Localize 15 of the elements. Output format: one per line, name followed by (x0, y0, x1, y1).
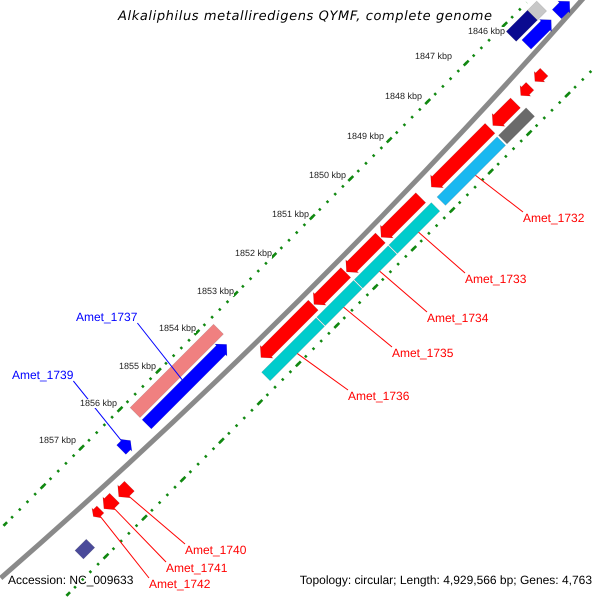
title: Alkaliphilus metalliredigens QYMF, complete genome (118, 10, 493, 23)
scale-label: 1857 kbp (39, 436, 76, 445)
scale-label: 1850 kbp (309, 171, 346, 180)
genome-info-text: Topology: circular; Length: 4,929,566 bp; Genes: 4,763 (300, 574, 592, 586)
scale-label: 1851 kbp (272, 210, 310, 219)
scale-label: 1849 kbp (347, 132, 384, 141)
scale-label: 1848 kbp (385, 92, 422, 101)
scale-label: 1853 kbp (197, 287, 234, 296)
scale-label: 1855 kbp (119, 362, 156, 371)
scale-label: 1846 kbp (468, 27, 506, 36)
scale-label: 1854 kbp (159, 324, 196, 333)
scale-label: 1856 kbp (80, 399, 118, 408)
scale-label: 1847 kbp (415, 52, 452, 61)
scale-label: 1852 kbp (235, 249, 272, 258)
accession-text: Accession: NC_009633 (8, 574, 134, 586)
